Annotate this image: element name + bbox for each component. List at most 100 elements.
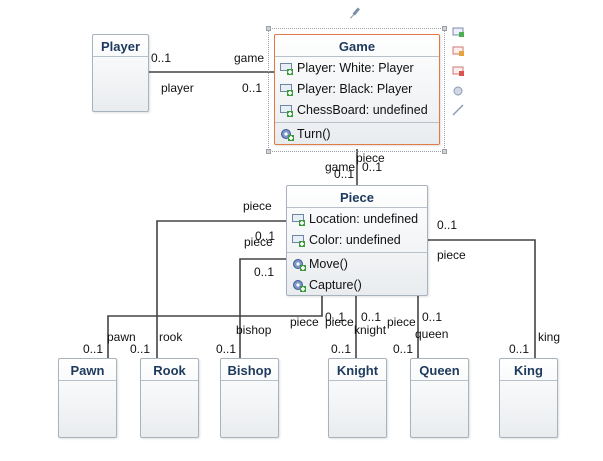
resize-handle-sw[interactable] xyxy=(266,149,271,154)
remove-tool-icon[interactable] xyxy=(452,65,464,77)
attribute-row[interactable]: Color: undefined xyxy=(287,230,427,251)
class-knight[interactable]: Knight xyxy=(328,358,387,438)
multiplicity-label: 0..1 xyxy=(437,218,458,232)
multiplicity-label: 0..1 xyxy=(325,310,346,324)
attribute-icon xyxy=(280,105,293,117)
assoc-piece-rook[interactable] xyxy=(156,220,286,358)
class-bishop[interactable]: Bishop xyxy=(220,358,279,438)
operation-row[interactable]: Move() xyxy=(287,254,427,275)
settings-tool-icon[interactable] xyxy=(452,85,464,97)
attributes-section: Location: undefined Color: undefined xyxy=(287,207,427,252)
multiplicity-label: 0..1 xyxy=(393,342,414,356)
multiplicity-label: 0..1 xyxy=(83,342,104,356)
operations-section: Turn() xyxy=(275,122,439,146)
role-label: queen xyxy=(415,327,449,341)
operation-row[interactable]: Turn() xyxy=(275,124,439,145)
role-label: game xyxy=(234,51,265,65)
role-label: knight xyxy=(354,323,387,337)
class-name: Piece xyxy=(340,190,374,205)
class-body xyxy=(500,380,557,381)
resize-handle-se[interactable] xyxy=(442,149,447,154)
class-name: Bishop xyxy=(227,363,272,378)
assoc-piece-bishop[interactable] xyxy=(239,258,286,358)
class-body xyxy=(59,380,116,381)
role-label: piece xyxy=(437,248,466,262)
multiplicity-label: 0..1 xyxy=(255,229,276,243)
role-label: piece xyxy=(356,151,385,165)
role-label: player xyxy=(161,81,194,95)
operation-gear-icon xyxy=(281,129,294,141)
class-pawn[interactable]: Pawn xyxy=(58,358,117,438)
operation-text: Capture() xyxy=(309,278,362,292)
operation-gear-icon xyxy=(293,280,306,292)
role-label: piece xyxy=(387,315,416,329)
operation-text: Turn() xyxy=(297,127,331,141)
class-rook[interactable]: Rook xyxy=(140,358,199,438)
role-label: piece xyxy=(244,235,273,249)
role-label: pawn xyxy=(107,330,136,344)
attribute-row[interactable]: ChessBoard: undefined xyxy=(275,100,439,121)
pin-icon[interactable] xyxy=(349,7,361,19)
connector-tool-icon[interactable] xyxy=(452,104,464,116)
resize-handle-nw[interactable] xyxy=(266,26,271,31)
class-name: Player xyxy=(100,39,141,54)
attributes-section: Player: White: Player Player: Black: Pla… xyxy=(275,56,439,122)
selection-frame xyxy=(266,26,447,154)
multiplicity-label: 0..1 xyxy=(334,167,355,181)
multiplicity-label: 0..1 xyxy=(361,310,382,324)
multiplicity-label: 0..1 xyxy=(362,160,383,174)
multiplicity-label: 0..1 xyxy=(216,342,237,356)
attribute-row[interactable]: Player: Black: Player xyxy=(275,79,439,100)
attribute-text: ChessBoard: undefined xyxy=(297,103,428,117)
role-label: king xyxy=(538,330,561,344)
operation-gear-icon xyxy=(293,259,306,271)
multiplicity-label: 0..1 xyxy=(331,342,352,356)
class-body xyxy=(411,380,468,381)
operation-row[interactable]: Capture() xyxy=(287,275,427,296)
role-label: piece xyxy=(325,315,354,329)
class-player[interactable]: Player xyxy=(92,34,149,112)
class-body xyxy=(93,56,148,57)
class-name: Pawn xyxy=(70,363,105,378)
attribute-icon xyxy=(292,235,305,247)
multiplicity-label: 0..1 xyxy=(254,265,275,279)
role-label: game xyxy=(325,160,356,174)
multiplicity-label: 0..1 xyxy=(242,81,263,95)
multiplicity-label: 0..1 xyxy=(151,51,172,65)
attribute-row[interactable]: Location: undefined xyxy=(287,209,427,230)
resize-handle-ne[interactable] xyxy=(442,26,447,31)
attribute-text: Player: Black: Player xyxy=(297,82,413,96)
multiplicity-label: 0..1 xyxy=(509,342,530,356)
attribute-text: Player: White: Player xyxy=(297,61,414,75)
class-body xyxy=(329,380,386,381)
class-name: Queen xyxy=(419,363,460,378)
multiplicity-label: 0..1 xyxy=(130,342,151,356)
attribute-text: Color: undefined xyxy=(309,233,401,247)
multiplicity-label: 0..1 xyxy=(422,310,443,324)
class-name: King xyxy=(514,363,543,378)
add-operation-tool-icon[interactable] xyxy=(452,45,464,57)
operation-text: Move() xyxy=(309,257,348,271)
attribute-icon xyxy=(280,84,293,96)
role-label: piece xyxy=(290,315,319,329)
class-body xyxy=(141,380,198,381)
role-label: rook xyxy=(159,330,183,344)
operations-section: Move() Capture() xyxy=(287,252,427,297)
class-body xyxy=(221,380,278,381)
class-king[interactable]: King xyxy=(499,358,558,438)
class-piece[interactable]: Piece Location: undefined Color: undefin… xyxy=(286,185,428,296)
class-game[interactable]: Game Player: White: Player Player: Black… xyxy=(274,34,440,145)
role-label: piece xyxy=(243,199,272,213)
class-name: Rook xyxy=(153,363,186,378)
assoc-piece-pawn[interactable] xyxy=(107,296,323,358)
attribute-icon xyxy=(280,63,293,75)
class-name: Knight xyxy=(336,363,379,378)
class-queen[interactable]: Queen xyxy=(410,358,469,438)
add-attribute-tool-icon[interactable] xyxy=(452,26,464,38)
role-label: bishop xyxy=(236,323,272,337)
attribute-icon xyxy=(292,214,305,226)
assoc-piece-king[interactable] xyxy=(428,239,536,358)
attribute-text: Location: undefined xyxy=(309,212,419,226)
attribute-row[interactable]: Player: White: Player xyxy=(275,58,439,79)
